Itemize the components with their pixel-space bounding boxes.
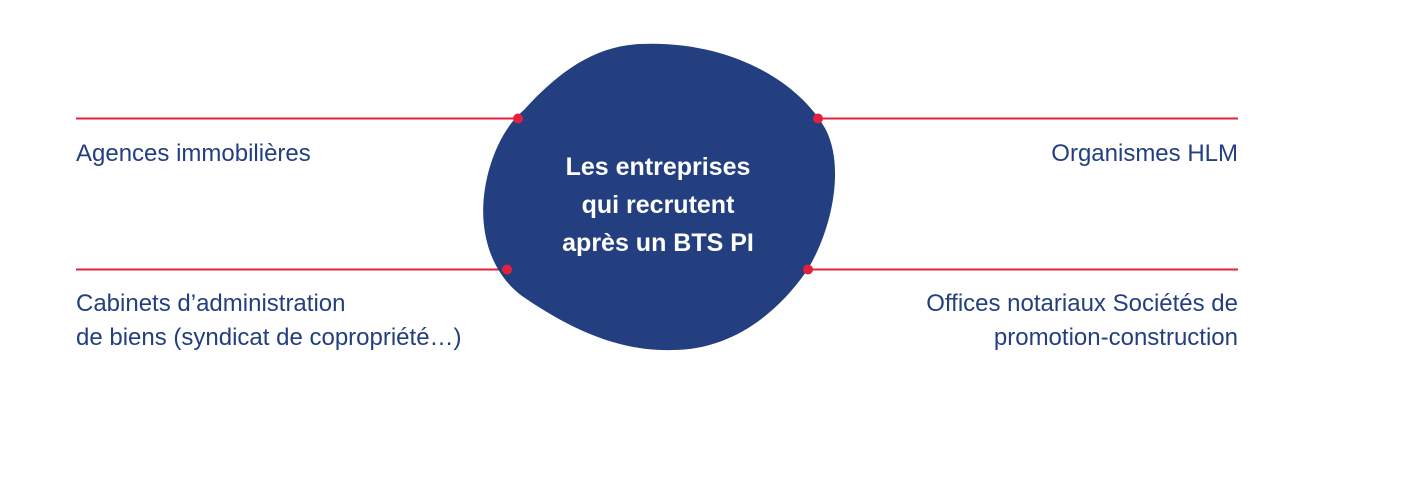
label-offices-notariaux: Offices notariaux Sociétés de promotion-… <box>926 287 1238 355</box>
label-line: promotion-construction <box>993 324 1238 351</box>
label-line: Cabinets d’administration <box>76 290 346 317</box>
label-line: de biens (syndicat de copropriété…) <box>76 324 462 351</box>
label-line: Offices notariaux Sociétés de <box>926 290 1238 317</box>
label-cabinets-administration: Cabinets d’administration de biens (synd… <box>76 287 462 355</box>
connector-dot-top-right <box>813 113 823 124</box>
label-line: Organismes HLM <box>1051 140 1238 167</box>
label-line: Agences immobilières <box>76 140 311 167</box>
label-organismes-hlm: Organismes HLM <box>1051 137 1238 171</box>
central-title-line: qui recrutent <box>581 191 735 219</box>
connector-dot-top-left <box>513 113 523 124</box>
central-title-line: après un BTS PI <box>562 229 754 257</box>
connector-dot-bottom-left <box>502 264 512 275</box>
connector-dot-bottom-right <box>803 264 813 275</box>
central-blob <box>483 43 836 351</box>
central-title-line: Les entreprises <box>565 153 751 181</box>
central-title: Les entreprises qui recrutent après un B… <box>508 148 808 262</box>
label-agences-immobilieres: Agences immobilières <box>76 137 311 171</box>
